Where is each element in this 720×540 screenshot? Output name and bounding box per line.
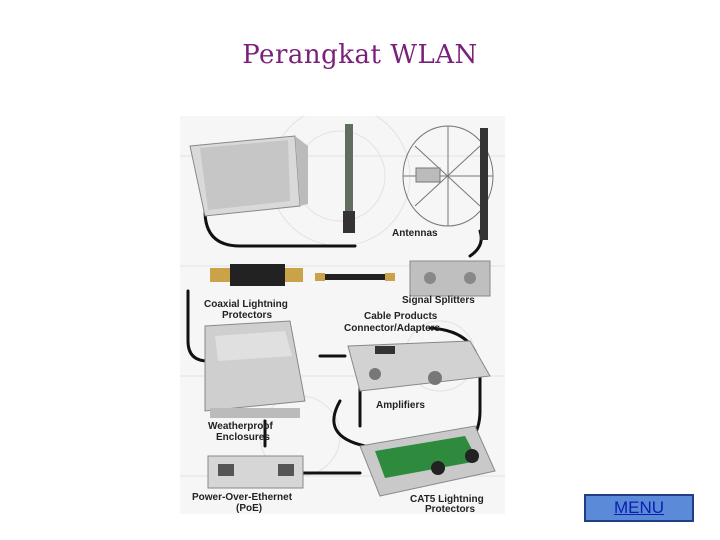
label-amplifiers: Amplifiers xyxy=(376,400,425,411)
label-poe-1: Power-Over-Ethernet xyxy=(192,492,293,503)
signal-splitter xyxy=(410,261,490,296)
menu-button[interactable]: MENU xyxy=(584,494,694,522)
label-weatherproof-1: Weatherproof xyxy=(208,421,273,432)
wlan-devices-figure: Antennas Coaxial Lightning Protectors Si… xyxy=(180,116,505,514)
label-coaxial-1: Coaxial Lightning xyxy=(204,299,288,310)
label-cat5-2: Protectors xyxy=(425,504,475,514)
label-weatherproof-2: Enclosures xyxy=(216,432,270,443)
slide-title: Perangkat WLAN xyxy=(0,40,720,70)
panel-antenna xyxy=(190,136,308,216)
label-cable-2: Connector/Adapters xyxy=(344,323,441,334)
label-antennas: Antennas xyxy=(392,228,438,239)
label-coaxial-2: Protectors xyxy=(222,310,272,321)
poe-injector xyxy=(208,456,303,488)
wlan-devices-illustration: Antennas Coaxial Lightning Protectors Si… xyxy=(180,116,505,514)
label-poe-2: (PoE) xyxy=(236,503,262,514)
label-signal-splitters: Signal Splitters xyxy=(402,295,475,306)
cable-connector xyxy=(315,273,395,281)
label-cable-1: Cable Products xyxy=(364,311,438,322)
